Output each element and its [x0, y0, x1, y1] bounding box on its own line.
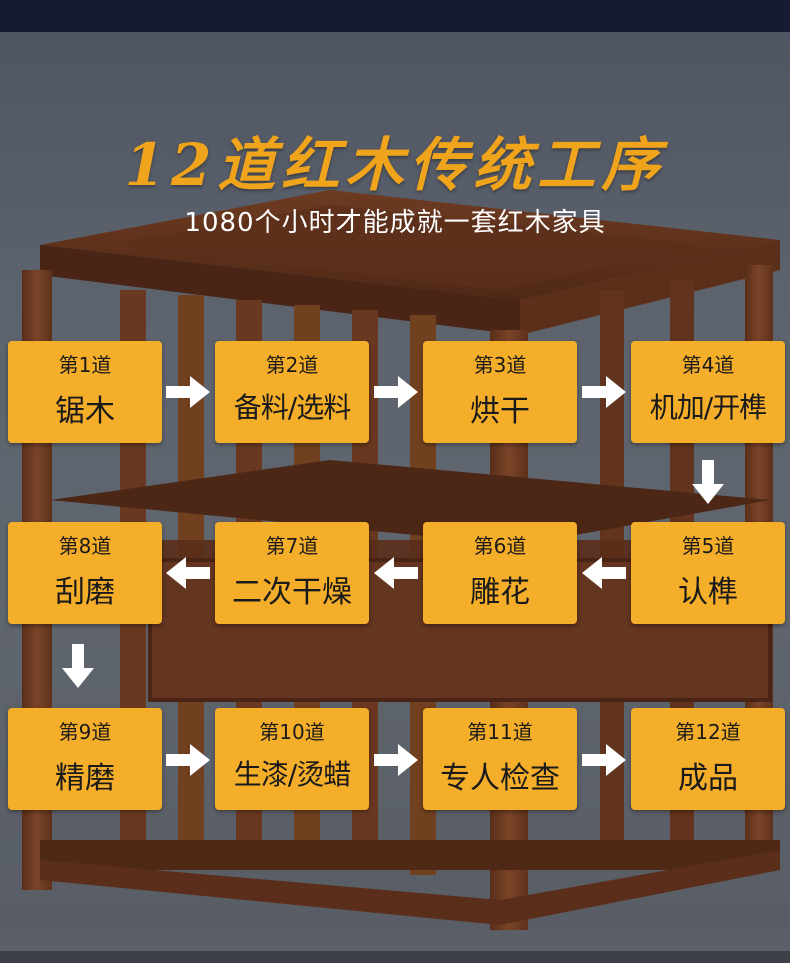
- page-subtitle: 1080个小时才能成就一套红木家具: [184, 208, 606, 238]
- step-name: 成品: [678, 761, 738, 796]
- step-card-8: 第8道 刮磨: [8, 522, 162, 624]
- step-name: 备料/选料: [233, 391, 351, 424]
- step-number: 第6道: [473, 534, 527, 558]
- step-card-11: 第11道 专人检查: [423, 708, 577, 810]
- arrow-right-icon: [166, 376, 210, 408]
- step-card-1: 第1道 锯木: [8, 341, 162, 443]
- step-number: 第3道: [473, 353, 527, 377]
- step-number: 第2道: [265, 353, 319, 377]
- arrow-right-icon: [374, 744, 418, 776]
- step-card-2: 第2道 备料/选料: [215, 341, 369, 443]
- step-number: 第10道: [259, 720, 325, 744]
- arrow-left-icon: [582, 557, 626, 589]
- arrow-left-icon: [374, 557, 418, 589]
- step-number: 第11道: [467, 720, 533, 744]
- bottom-bar: [0, 951, 790, 963]
- step-name: 生漆/烫蜡: [233, 758, 351, 791]
- arrow-left-icon: [166, 557, 210, 589]
- step-card-12: 第12道 成品: [631, 708, 785, 810]
- step-number: 第7道: [265, 534, 319, 558]
- step-name: 机加/开榫: [649, 391, 767, 424]
- step-name: 专人检查: [440, 761, 560, 796]
- arrow-right-icon: [582, 744, 626, 776]
- top-bar: [0, 0, 790, 32]
- page-title: 12道红木传统工序: [124, 131, 666, 199]
- arrow-down-icon: [692, 460, 724, 504]
- step-card-10: 第10道 生漆/烫蜡: [215, 708, 369, 810]
- step-name: 二次干燥: [232, 575, 352, 610]
- step-card-6: 第6道 雕花: [423, 522, 577, 624]
- step-card-4: 第4道 机加/开榫: [631, 341, 785, 443]
- arrow-right-icon: [166, 744, 210, 776]
- step-name: 雕花: [470, 575, 530, 610]
- step-name: 刮磨: [55, 575, 115, 610]
- step-card-9: 第9道 精磨: [8, 708, 162, 810]
- step-number: 第12道: [675, 720, 741, 744]
- arrow-down-icon: [62, 644, 94, 688]
- step-number: 第5道: [681, 534, 735, 558]
- step-number: 第8道: [58, 534, 112, 558]
- step-name: 认榫: [678, 575, 738, 610]
- step-number: 第4道: [681, 353, 735, 377]
- step-number: 第9道: [58, 720, 112, 744]
- arrow-right-icon: [582, 376, 626, 408]
- step-name: 精磨: [55, 761, 115, 796]
- arrow-right-icon: [374, 376, 418, 408]
- step-card-3: 第3道 烘干: [423, 341, 577, 443]
- step-card-5: 第5道 认榫: [631, 522, 785, 624]
- step-card-7: 第7道 二次干燥: [215, 522, 369, 624]
- step-name: 锯木: [55, 394, 115, 429]
- step-number: 第1道: [58, 353, 112, 377]
- step-name: 烘干: [470, 394, 530, 429]
